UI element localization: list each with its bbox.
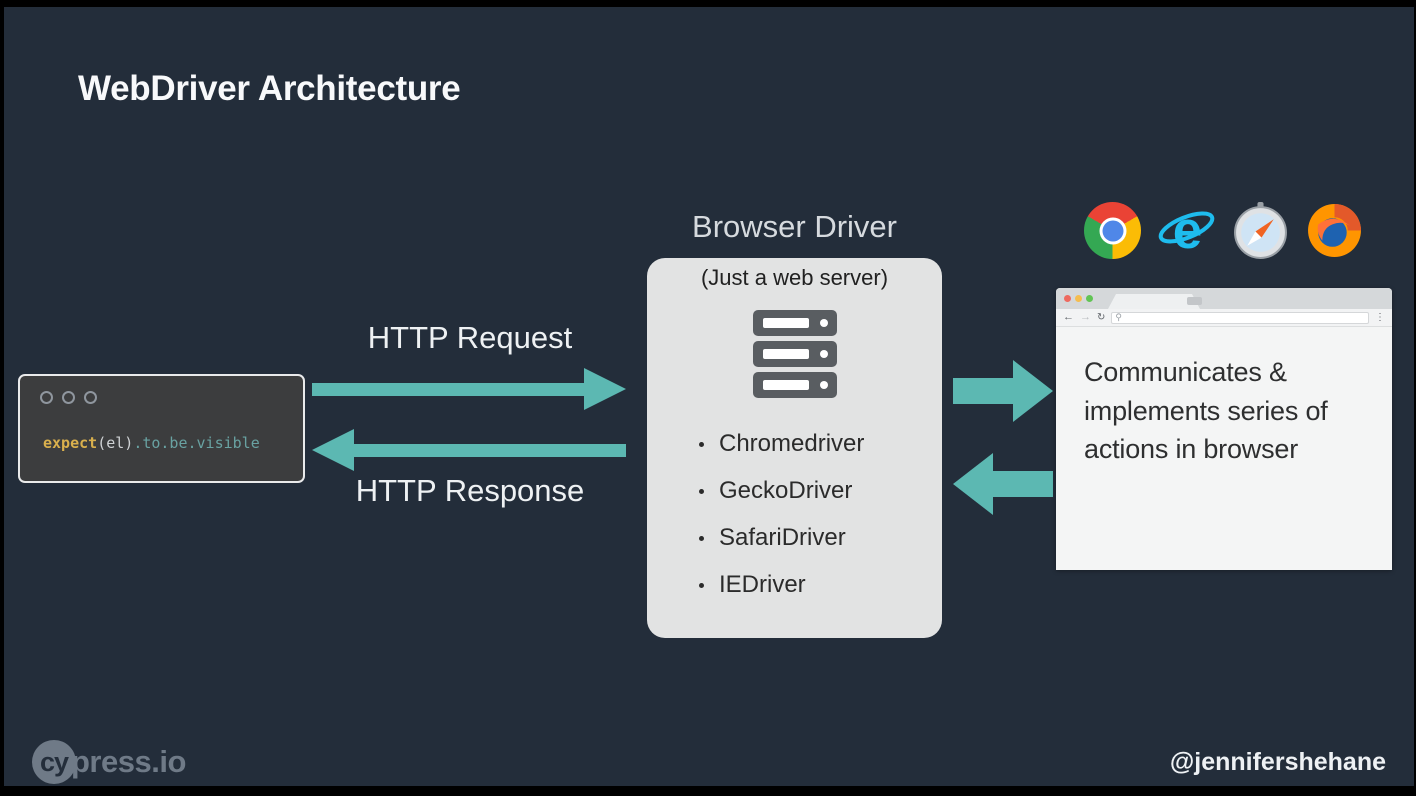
internet-explorer-icon: e bbox=[1158, 202, 1215, 259]
list-item: Chromedriver bbox=[699, 430, 864, 458]
browser-driver-box: (Just a web server) Chromedriver GeckoDr… bbox=[647, 258, 942, 638]
bullet-icon bbox=[699, 582, 704, 588]
browser-toolbar: ← → ↻ ⚲ ⋮ bbox=[1056, 309, 1392, 327]
zoom-icon bbox=[1086, 295, 1093, 302]
browser-tab bbox=[1108, 294, 1200, 309]
code-terminal-box: expect(el).to.be.visible bbox=[18, 374, 305, 483]
traffic-lights bbox=[1064, 295, 1093, 302]
driver-item-label: SafariDriver bbox=[719, 524, 846, 551]
window-dot-icon bbox=[84, 391, 97, 404]
list-item: GeckoDriver bbox=[699, 477, 864, 505]
close-icon bbox=[1064, 295, 1071, 302]
browser-tabbar bbox=[1056, 288, 1392, 309]
server-icon bbox=[752, 310, 837, 398]
browser-content-text: Communicates & implements series of acti… bbox=[1084, 357, 1328, 465]
firefox-icon bbox=[1306, 202, 1363, 259]
new-tab-button bbox=[1187, 297, 1202, 305]
back-icon: ← bbox=[1063, 311, 1074, 323]
window-buttons bbox=[40, 391, 97, 404]
author-handle: @jennifershehane bbox=[1169, 748, 1386, 776]
cypress-logo-text: press.io bbox=[71, 744, 186, 779]
forward-icon: → bbox=[1080, 311, 1091, 323]
menu-icon: ⋮ bbox=[1375, 311, 1385, 323]
http-response-arrow-icon bbox=[312, 429, 626, 471]
to-browser-arrow-icon bbox=[953, 360, 1053, 422]
bullet-icon bbox=[699, 535, 704, 541]
list-item: IEDriver bbox=[699, 571, 864, 599]
slide-title: WebDriver Architecture bbox=[78, 69, 461, 108]
minimize-icon bbox=[1075, 295, 1082, 302]
driver-item-label: GeckoDriver bbox=[719, 477, 853, 504]
bullet-icon bbox=[699, 488, 704, 494]
search-icon: ⚲ bbox=[1115, 312, 1122, 322]
bullet-icon bbox=[699, 441, 704, 447]
url-bar: ⚲ bbox=[1111, 311, 1369, 324]
code-token-chain: .to.be.visible bbox=[133, 434, 260, 452]
driver-item-label: Chromedriver bbox=[719, 430, 865, 457]
from-browser-arrow-icon bbox=[953, 453, 1053, 515]
driver-item-label: IEDriver bbox=[719, 571, 806, 598]
window-dot-icon bbox=[62, 391, 75, 404]
http-request-arrow-icon bbox=[312, 368, 626, 410]
http-response-label: HTTP Response bbox=[355, 473, 585, 508]
reload-icon: ↻ bbox=[1097, 311, 1106, 323]
safari-icon bbox=[1232, 202, 1289, 259]
window-dot-icon bbox=[40, 391, 53, 404]
chrome-icon bbox=[1084, 202, 1141, 259]
cypress-logo-mark: cy bbox=[32, 740, 76, 784]
code-token-paren: (el) bbox=[97, 434, 134, 452]
browser-window: ← → ↻ ⚲ ⋮ Communicates & implements seri… bbox=[1056, 288, 1392, 570]
code-token-keyword: expect bbox=[43, 434, 98, 452]
driver-subtitle: (Just a web server) bbox=[700, 265, 889, 290]
list-item: SafariDriver bbox=[699, 524, 864, 552]
browser-logos-row: e bbox=[1084, 202, 1363, 259]
cypress-logo: cy press.io bbox=[32, 740, 186, 784]
browser-content-area: Communicates & implements series of acti… bbox=[1056, 327, 1392, 570]
http-request-label: HTTP Request bbox=[367, 320, 573, 355]
browser-driver-label: Browser Driver bbox=[692, 209, 897, 244]
svg-text:e: e bbox=[1173, 202, 1202, 259]
driver-list: Chromedriver GeckoDriver SafariDriver IE… bbox=[699, 430, 864, 599]
slide-background: WebDriver Architecture expect(el).to.be.… bbox=[4, 7, 1414, 786]
code-snippet: expect(el).to.be.visible bbox=[43, 434, 260, 452]
